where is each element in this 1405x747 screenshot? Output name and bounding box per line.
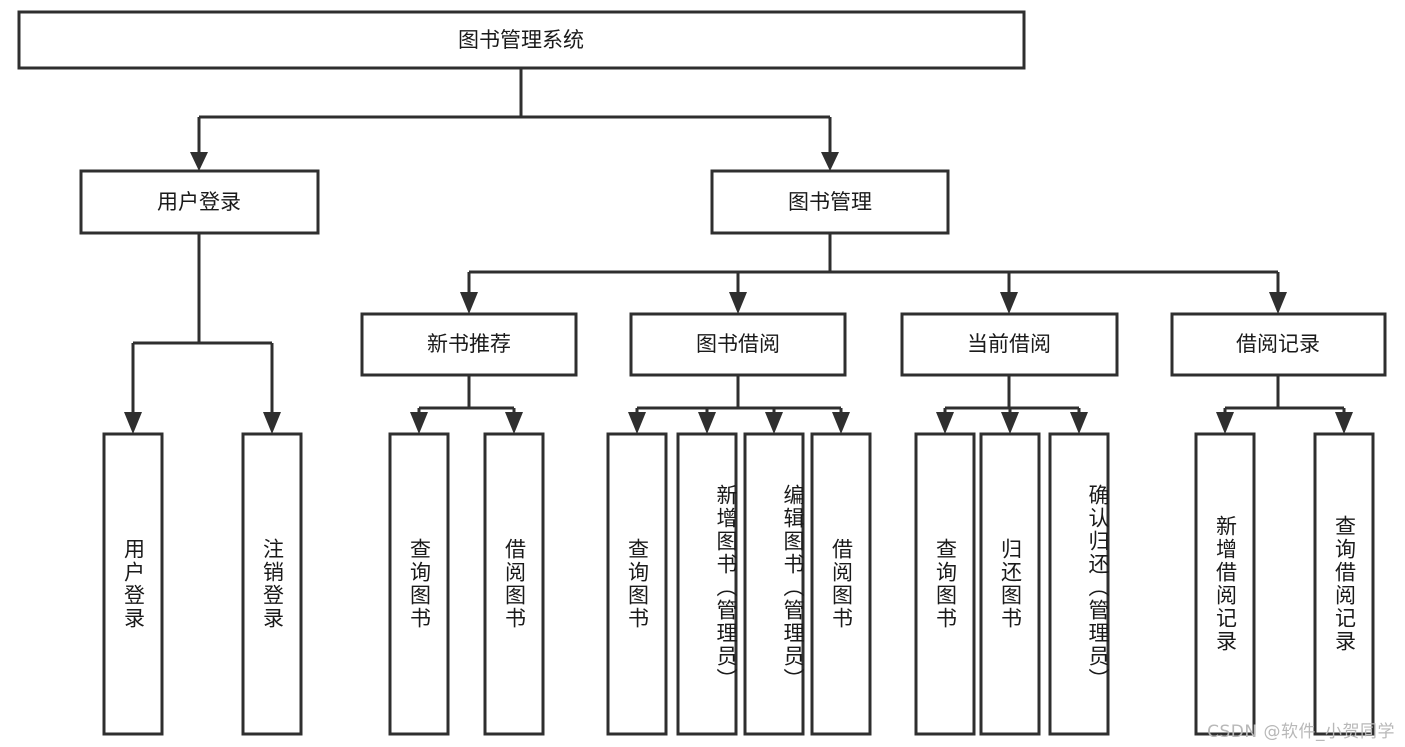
arrow-new-book-recommend bbox=[460, 292, 478, 314]
arrow-leaf-add-book bbox=[698, 412, 716, 434]
node-book-admin[interactable]: 图书管理 bbox=[710, 169, 950, 235]
node-borrow-record[interactable]: 借阅记录 bbox=[1170, 312, 1387, 377]
node-book-admin-box[interactable] bbox=[710, 169, 950, 235]
node-current-borrow-label: 当前借阅 bbox=[967, 332, 1051, 356]
node-book-borrow-box[interactable] bbox=[629, 312, 847, 377]
arrow-leaf-borrow-book-2 bbox=[832, 412, 850, 434]
node-leaf-query-book-2-box[interactable] bbox=[606, 432, 668, 736]
node-layer: 图书管理系统 用户登录 图书管理 新书推荐 图书借阅 当前 bbox=[17, 10, 1387, 736]
node-leaf-logout-box[interactable] bbox=[241, 432, 303, 736]
node-new-book-recommend-label: 新书推荐 bbox=[427, 332, 511, 356]
node-leaf-edit-book-box[interactable] bbox=[743, 432, 805, 736]
node-leaf-query-book-1-box[interactable] bbox=[388, 432, 450, 736]
node-current-borrow[interactable]: 当前借阅 bbox=[900, 312, 1119, 377]
arrow-leaf-query-book-1 bbox=[410, 412, 428, 434]
node-borrow-record-label: 借阅记录 bbox=[1236, 332, 1320, 356]
node-user-login[interactable]: 用户登录 bbox=[79, 169, 320, 235]
node-leaf-borrow-book-1-box[interactable] bbox=[483, 432, 545, 736]
arrow-borrow-record bbox=[1269, 292, 1287, 314]
arrow-leaf-add-record bbox=[1216, 412, 1234, 434]
node-root[interactable]: 图书管理系统 bbox=[17, 10, 1026, 70]
node-borrow-record-box[interactable] bbox=[1170, 312, 1387, 377]
node-root-box[interactable] bbox=[17, 10, 1026, 70]
node-leaf-query-record-box[interactable] bbox=[1313, 432, 1375, 736]
arrow-user-login bbox=[190, 152, 208, 171]
arrow-book-admin bbox=[821, 152, 839, 171]
arrow-leaf-logout bbox=[263, 412, 281, 434]
arrow-leaf-query-record bbox=[1335, 412, 1353, 434]
node-current-borrow-box[interactable] bbox=[900, 312, 1119, 377]
arrow-leaf-confirm-return bbox=[1070, 412, 1088, 434]
node-root-label: 图书管理系统 bbox=[458, 28, 584, 52]
arrow-current-borrow bbox=[1000, 292, 1018, 314]
arrow-leaf-query-book-3 bbox=[936, 412, 954, 434]
node-leaf-add-record-box[interactable] bbox=[1194, 432, 1256, 736]
node-book-admin-label: 图书管理 bbox=[788, 190, 872, 214]
edge-layer bbox=[124, 68, 1353, 434]
node-new-book-recommend[interactable]: 新书推荐 bbox=[360, 312, 578, 377]
arrow-book-borrow bbox=[729, 292, 747, 314]
node-leaf-user-login-box[interactable] bbox=[102, 432, 164, 736]
node-leaf-query-book-3-box[interactable] bbox=[914, 432, 976, 736]
arrow-leaf-return-book bbox=[1001, 412, 1019, 434]
node-leaf-confirm-return-box[interactable] bbox=[1048, 432, 1110, 736]
node-leaf-borrow-book-2-box[interactable] bbox=[810, 432, 872, 736]
arrow-leaf-borrow-book-1 bbox=[505, 412, 523, 434]
node-new-book-recommend-box[interactable] bbox=[360, 312, 578, 377]
node-book-borrow-label: 图书借阅 bbox=[696, 332, 780, 356]
arrow-leaf-edit-book bbox=[765, 412, 783, 434]
node-user-login-label: 用户登录 bbox=[157, 190, 241, 214]
csdn-watermark: CSDN @软件_小贺同学 bbox=[1207, 722, 1395, 742]
node-book-borrow[interactable]: 图书借阅 bbox=[629, 312, 847, 377]
arrow-leaf-user-login bbox=[124, 412, 142, 434]
node-leaf-add-book-box[interactable] bbox=[676, 432, 738, 736]
node-leaf-return-book-box[interactable] bbox=[979, 432, 1041, 736]
node-user-login-box[interactable] bbox=[79, 169, 320, 235]
arrow-leaf-query-book-2 bbox=[628, 412, 646, 434]
